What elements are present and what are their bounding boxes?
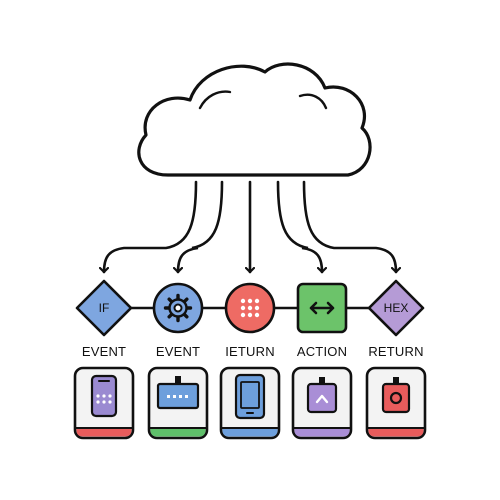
node-4	[296, 282, 348, 334]
keypad-dots-icon	[240, 298, 260, 318]
node-label: RETURN	[368, 344, 423, 359]
label-group: EVENT EVENT IETURN ACTION RETURN	[82, 344, 424, 359]
node-diamond	[75, 279, 133, 337]
device-card-stripe	[76, 428, 132, 437]
record-device-icon	[381, 377, 411, 414]
device-card	[365, 366, 427, 440]
connector-arrow	[178, 180, 224, 274]
node-label: IETURN	[225, 344, 275, 359]
cloud-icon	[137, 62, 372, 177]
node-label: EVENT	[82, 344, 126, 359]
cloud-inner-curve	[198, 90, 232, 110]
device-card-stripe	[368, 428, 424, 437]
device-group	[73, 366, 427, 440]
cloud-inner-curve	[298, 93, 328, 110]
node-3	[224, 282, 276, 334]
tablet-icon	[234, 373, 266, 420]
node-label: ACTION	[297, 344, 347, 359]
node-label: EVENT	[156, 344, 200, 359]
node-2	[152, 282, 204, 334]
connector-group	[104, 180, 396, 274]
node-diamond	[367, 279, 425, 337]
connector-arrow	[276, 180, 322, 274]
chevron-up-device-icon	[306, 377, 338, 414]
connector-arrow	[104, 180, 198, 274]
node-symbol-text: IF	[99, 301, 110, 315]
keyboard-device-icon	[156, 376, 200, 410]
device-card	[73, 366, 135, 440]
connector-arrow	[302, 180, 396, 274]
node-1: IF	[75, 279, 133, 337]
node-5: HEX	[367, 279, 425, 337]
device-card-stripe	[294, 428, 350, 437]
node-symbol-text: HEX	[384, 301, 409, 315]
double-arrow-icon	[309, 301, 335, 315]
gear-icon	[163, 293, 193, 323]
phone-icon	[90, 374, 118, 418]
node-group: IF HEX	[75, 279, 425, 337]
device-card-stripe	[222, 428, 278, 437]
device-card-stripe	[150, 428, 206, 437]
device-card	[147, 366, 209, 440]
device-card	[291, 366, 353, 440]
device-card	[219, 366, 281, 440]
